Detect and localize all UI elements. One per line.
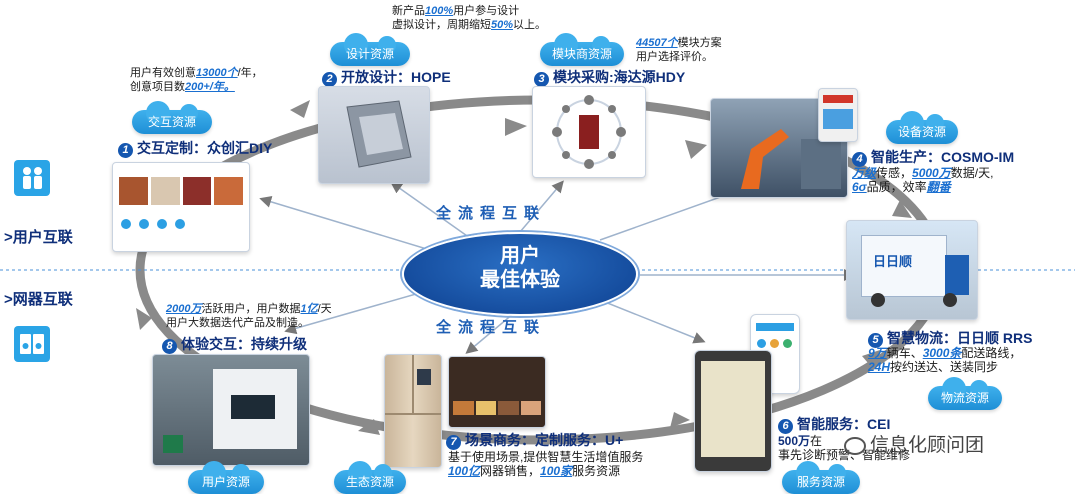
step1-title-text: 交互定制：众创汇DIY (137, 140, 273, 156)
wechat-icon (844, 436, 866, 455)
arrow-head-5 (862, 350, 880, 370)
step2-title-text: 开放设计：HOPE (341, 69, 451, 85)
arrow-head-8 (136, 308, 152, 330)
step8-caption: 2000万活跃用户，用户数据1亿/天 用户大数据迭代产品及制造。 (166, 303, 332, 329)
device-connect-text: 网器互联 (12, 291, 73, 308)
step3-cloud: 模块商资源 (540, 33, 624, 66)
step7-title-text: 场景商务：定制服务：U+ (465, 432, 624, 448)
arrow-head-4 (892, 200, 912, 218)
step5-image: 日日顺 (846, 220, 978, 320)
step2-cloud: 设计资源 (330, 33, 410, 66)
spoke-1 (259, 195, 431, 251)
flow-label-bottom: 全流程互联 (436, 319, 547, 336)
step1-cloud: 交互资源 (132, 101, 212, 134)
center-ellipse: 用户 最佳体验 (402, 232, 638, 316)
washer-icon (20, 334, 44, 354)
step6-badge: 6 (778, 419, 793, 434)
arrow-head-6 (670, 412, 690, 428)
step3-caption: 44507个模块方案 用户选择评价。 (636, 37, 722, 63)
step4-badge: 4 (852, 152, 867, 167)
step5-caption: 9万辆车、3000条配送路线， 24H按约送达、送装同步 (868, 346, 1022, 374)
arrow-head-1 (290, 100, 310, 118)
step8-title-text: 体验交互：持续升级 (181, 336, 307, 352)
step3-title: 3 模块采购:海达源HDY (534, 67, 685, 87)
step8-badge: 8 (162, 339, 177, 354)
step3-image (532, 86, 646, 178)
step4-title: 4 智能生产：COSMO-IM (852, 147, 1014, 167)
step8-cloud: 用户资源 (188, 461, 264, 494)
step2-image (318, 86, 430, 184)
step5-cloud: 物流资源 (928, 377, 1002, 410)
chevron-right-icon: > (4, 229, 13, 246)
step1-caption: 用户有效创意13000个/年， 创意项目数200+/年。 (130, 67, 263, 93)
step8-image (152, 354, 310, 466)
step7-badge: 7 (446, 435, 461, 450)
step2-caption: 新产品100%用户参与设计 虚拟设计，周期缩短50%以上。 (392, 5, 547, 31)
watermark: 信息化顾问团 (844, 430, 984, 457)
step7-screen (448, 356, 546, 428)
step6-caption: 500万在 事先诊断预警、智能维修 (778, 434, 911, 462)
spoke-8 (284, 289, 431, 335)
step2-title: 2 开放设计：HOPE (322, 67, 451, 87)
center-line2: 最佳体验 (480, 269, 560, 291)
step6-image (694, 350, 772, 472)
step7-cloud: 生态资源 (334, 461, 406, 494)
step5-title: 5 智慧物流：日日顺 RRS (868, 328, 1032, 348)
step6-title-text: 智能服务：CEI (797, 416, 891, 432)
device-connect-label: >网器互联 (4, 288, 73, 309)
spoke-6 (599, 299, 706, 344)
spoke-4 (599, 186, 746, 241)
spoke-3 (519, 180, 564, 233)
arrow-head-3 (685, 140, 707, 159)
spoke-2 (390, 181, 471, 239)
chevron-right-icon: > (4, 291, 13, 308)
people-icon (23, 167, 42, 189)
truck-brand: 日日顺 (873, 254, 913, 269)
step2-badge: 2 (322, 72, 337, 87)
people-icon-box (14, 160, 50, 196)
step8-title: 8 体验交互：持续升级 (162, 334, 307, 354)
step1-title: 1 交互定制：众创汇DIY (118, 138, 272, 158)
step5-badge: 5 (868, 333, 883, 348)
step4-image (710, 98, 848, 198)
step4-title-text: 智能生产：COSMO-IM (871, 149, 1015, 165)
step6-cloud: 服务资源 (782, 461, 860, 494)
step4-phone (818, 88, 858, 142)
step1-image (112, 162, 250, 252)
step4-cloud: 设备资源 (886, 111, 958, 144)
step5-title-text: 智慧物流：日日顺 RRS (887, 330, 1033, 346)
step7-caption: 基于使用场景,提供智慧生活增值服务 100亿网器销售，100家服务资源 (448, 450, 644, 478)
step3-title-text: 模块采购:海达源HDY (553, 69, 686, 85)
step3-badge: 3 (534, 72, 549, 87)
user-connect-text: 用户互联 (12, 229, 73, 246)
arrow-head-2 (505, 118, 527, 136)
center-line1: 用户 (500, 245, 540, 267)
watermark-text: 信息化顾问团 (870, 435, 985, 456)
step7-title: 7 场景商务：定制服务：U+ (446, 430, 623, 450)
appliance-icon-box (14, 326, 50, 362)
arrow-head-7 (358, 419, 380, 435)
step1-badge: 1 (118, 143, 133, 158)
step7-fridge (384, 354, 442, 468)
step4-caption: 万级传感，5000万数据/天, 6σ品质，效率翻番 (852, 166, 994, 194)
flow-label-top: 全流程互联 (436, 205, 547, 222)
step6-title: 6 智能服务：CEI (778, 414, 890, 434)
user-connect-label: >用户互联 (4, 226, 73, 247)
